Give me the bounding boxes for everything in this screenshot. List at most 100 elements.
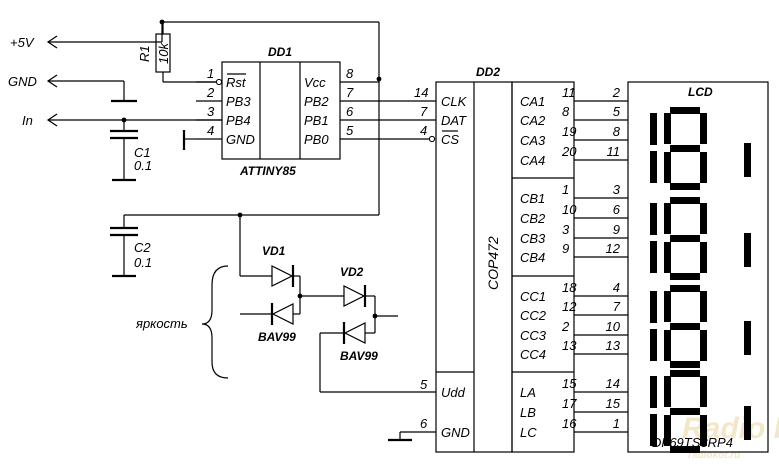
resistor-r1: R1 10k [137, 22, 218, 83]
brightness-circuit: VD1 BAV99 VD2 BAV99 яркость [135, 212, 436, 393]
lcd-digit-row-2 [650, 197, 751, 280]
lcd-digit-row-3 [650, 285, 751, 368]
c1-ref: C1 [134, 145, 151, 160]
dd2-udd-num: 5 [420, 377, 428, 392]
dd2-cc2-pin: 12 [562, 299, 577, 314]
dd2-udd-label: Udd [441, 385, 466, 400]
dd2-ca2-pin: 8 [562, 104, 570, 119]
watermark-url: radiokot.ru [688, 450, 740, 461]
dd2-ref: DD2 [476, 65, 500, 79]
vd1-ref: VD1 [262, 244, 286, 258]
dd2-cb1-pin: 1 [562, 182, 569, 197]
dd2-dat-num: 7 [420, 104, 428, 119]
dd2-cs-num: 4 [420, 123, 427, 138]
lcd-digit-row-1 [650, 107, 751, 190]
dd2-cc4-pin: 13 [562, 338, 577, 353]
capacitor-c1: C1 0.1 [110, 117, 152, 182]
capacitor-c2: C2 0.1 [110, 214, 379, 278]
c2-ref: C2 [134, 240, 151, 255]
dd1-pb3-label: PB3 [226, 94, 251, 109]
c2-value: 0.1 [134, 255, 152, 270]
lcd-pin-9: 9 [613, 222, 620, 237]
dd2-ca3-label: CA3 [520, 133, 546, 148]
dd1-pin6-num: 6 [346, 104, 354, 119]
lcd-pin-14: 14 [606, 376, 620, 391]
dd1-pb1-label: PB1 [304, 113, 329, 128]
dd2-la-label: LA [520, 385, 536, 400]
lcd-pin-8: 8 [613, 124, 621, 139]
dd2-cc1-pin: 18 [562, 280, 577, 295]
dd2-dat-label: DAT [441, 113, 467, 128]
dd2-ca1-label: CA1 [520, 94, 545, 109]
r1-value: 10k [156, 42, 171, 64]
dd2-la-pin: 15 [562, 376, 577, 391]
vd1-part: BAV99 [258, 330, 296, 344]
dd2-lb-label: LB [520, 405, 536, 420]
r1-ref: R1 [137, 45, 152, 62]
lcd-pin-7: 7 [613, 299, 621, 314]
dd1-pin4-num: 4 [207, 123, 214, 138]
dd2-cb2-label: CB2 [520, 211, 546, 226]
lcd-display: LCD DF69TS3RP4 [627, 81, 769, 453]
dd1-ref: DD1 [268, 45, 292, 59]
dd2-ca3-pin: 19 [562, 124, 576, 139]
dd1-gnd-label: GND [226, 132, 255, 147]
dd2-cb1-label: CB1 [520, 191, 545, 206]
brightness-label: яркость [135, 316, 188, 331]
dd2-lb-pin: 17 [562, 396, 577, 411]
c1-value: 0.1 [134, 158, 152, 173]
dd2-gnd-label: GND [441, 425, 470, 440]
lcd-pin-11: 11 [607, 144, 621, 159]
lcd-pin-3: 3 [613, 182, 621, 197]
vd2-part: BAV99 [340, 349, 378, 363]
port-in: In [22, 113, 222, 128]
port-gnd-label: GND [8, 74, 37, 89]
dd1-pin5-num: 5 [346, 123, 354, 138]
dd1-pb2-label: PB2 [304, 94, 329, 109]
dd1-pin1-num: 1 [207, 66, 214, 81]
dd2-lc-label: LC [520, 425, 537, 440]
lcd-pin-5: 5 [613, 104, 621, 119]
dd2-lc-pin: 16 [562, 416, 577, 431]
lcd-pin-6: 6 [613, 202, 621, 217]
dd2-cb3-label: CB3 [520, 231, 546, 246]
dd2-ca4-label: CA4 [520, 153, 545, 168]
watermark-logo: Radio KOT [682, 412, 779, 445]
dd2-cb4-pin: 9 [562, 241, 569, 256]
dd2-part: COP472 [485, 236, 501, 290]
dd2-clk-label: CLK [441, 94, 468, 109]
port-in-label: In [22, 113, 33, 128]
dd2-cc3-pin: 2 [561, 319, 570, 334]
dd2-cc2-label: CC2 [520, 308, 547, 323]
port-gnd: GND [8, 74, 137, 103]
dd1-pin3-num: 3 [207, 104, 215, 119]
dd2-ca4-pin: 20 [561, 144, 577, 159]
dd2-cb2-pin: 10 [562, 202, 577, 217]
dd1-rst-label: Rst [226, 75, 247, 90]
port-vcc-label: +5V [10, 35, 35, 50]
lcd-pin-15: 15 [606, 396, 621, 411]
lcd-pin-13: 13 [606, 338, 621, 353]
dd2-cs-label: CS [441, 132, 459, 147]
dd2-cop472: DD2 COP472 14 7 4 CLK DAT CS 5 Udd 6 GND [388, 65, 575, 453]
lcd-pin-12: 12 [606, 241, 621, 256]
dd1-attiny85: DD1 ATTINY85 1 2 3 4 Rst PB3 PB4 GND Vcc… [182, 45, 436, 178]
dd2-gnd-num: 6 [420, 416, 428, 431]
lcd-digits [650, 107, 751, 453]
dd2-cc1-label: CC1 [520, 289, 546, 304]
lcd-pin-10: 10 [606, 319, 621, 334]
lcd-pin-1: 1 [613, 416, 620, 431]
dd1-part: ATTINY85 [239, 164, 296, 178]
dd2-ca2-label: CA2 [520, 113, 546, 128]
port-vcc: +5V [10, 35, 162, 50]
dd2-ca1-pin: 11 [562, 85, 576, 100]
dd1-pin8-num: 8 [346, 66, 354, 81]
dd2-clk-num: 14 [414, 85, 428, 100]
dd2-cb4-label: CB4 [520, 250, 545, 265]
lcd-pin-2: 2 [612, 85, 621, 100]
dd1-pin7-num: 7 [346, 85, 354, 100]
dd2-cb3-pin: 3 [562, 222, 570, 237]
